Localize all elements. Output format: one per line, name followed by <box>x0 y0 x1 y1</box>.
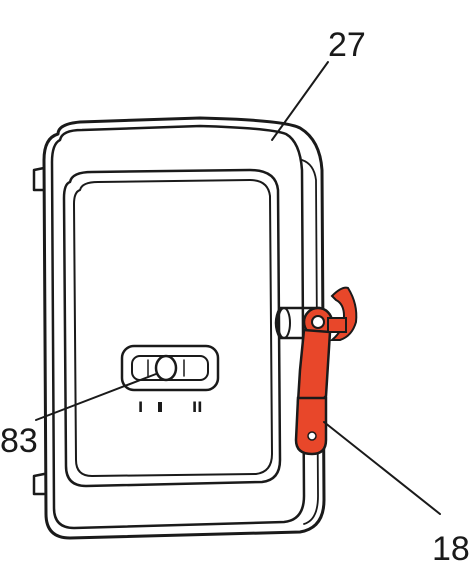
door-panel <box>32 116 326 540</box>
door-inner-recess <box>62 168 282 488</box>
switch-marking-ii: II <box>192 400 202 416</box>
latch-handle <box>294 396 328 456</box>
switch-bezel <box>120 344 220 392</box>
leader-18 <box>323 421 441 515</box>
callout-label-18: 18 <box>432 530 470 568</box>
door-inner-panel <box>73 179 273 477</box>
switch-knob <box>154 354 178 382</box>
axle-end <box>277 307 291 339</box>
switch-marking-dot <box>158 402 162 412</box>
latch-handle-hole <box>307 431 317 441</box>
leader-27 <box>271 61 329 141</box>
latch-bracket <box>327 317 347 333</box>
callout-label-27: 27 <box>328 26 366 64</box>
slide-switch: I II <box>120 344 220 416</box>
hinge-tab-top <box>32 166 46 192</box>
latch-hub-inner <box>311 315 325 329</box>
callout-label-83: 83 <box>0 422 38 460</box>
latch-arm <box>296 328 332 406</box>
switch-marking-i: I <box>138 400 143 416</box>
leader-83 <box>35 373 157 421</box>
switch-slot <box>131 355 209 381</box>
door-outer-frame <box>42 116 326 540</box>
door-front-frame <box>50 124 306 530</box>
hinge-tab-bottom <box>32 472 46 496</box>
latch-hook <box>329 286 358 341</box>
latch-lever <box>294 286 358 456</box>
